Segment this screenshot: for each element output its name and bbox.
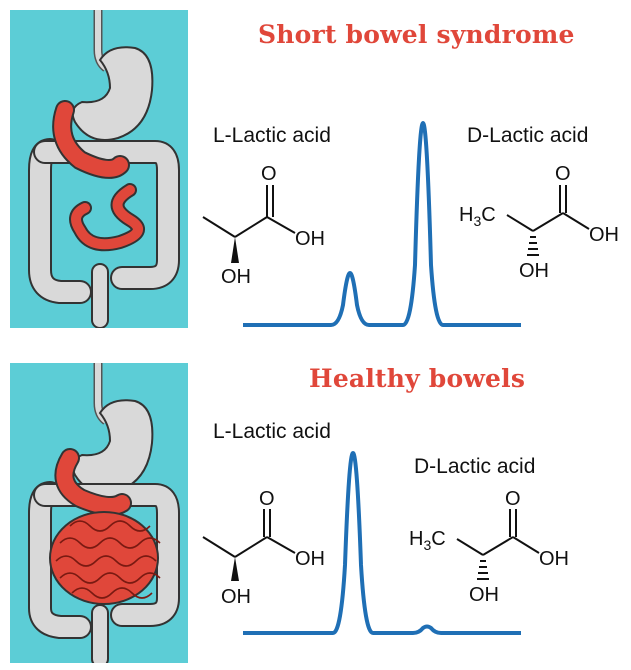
l-lactic-label-top: L-Lactic acid: [213, 124, 331, 147]
hydroxyl-group: OH: [539, 548, 569, 570]
chromatogram-trace: [243, 451, 521, 635]
healthy-bowel-illustration: [10, 363, 188, 663]
oxygen-atom: O: [505, 488, 521, 510]
chromatogram-trace: [243, 121, 521, 327]
oxygen-atom: O: [261, 163, 277, 185]
l-lactic-label-bottom: L-Lactic acid: [213, 420, 331, 443]
d-lactic-label-top: D-Lactic acid: [467, 124, 589, 147]
chromatogram-bottom: [243, 451, 521, 635]
methyl-group: H3C: [409, 528, 446, 553]
d-lactic-structure-top: H3C O OH OH: [459, 163, 619, 282]
oxygen-atom: O: [555, 163, 571, 185]
hydroxyl-group: OH: [295, 548, 325, 570]
oxygen-atom: O: [259, 488, 275, 510]
hydroxyl-group: OH: [469, 584, 499, 606]
hydroxyl-group: OH: [519, 260, 549, 282]
d-lactic-structure-bottom: H3C O OH OH: [409, 488, 569, 606]
hydroxyl-group: OH: [221, 266, 251, 288]
title-short-bowel: Short bowel syndrome: [258, 20, 575, 49]
d-lactic-label-bottom: D-Lactic acid: [414, 455, 536, 478]
l-lactic-structure-top: O OH OH: [202, 163, 325, 288]
hydroxyl-group: OH: [589, 224, 619, 246]
methyl-group: H3C: [459, 204, 496, 229]
l-lactic-structure-bottom: O OH OH: [202, 488, 325, 608]
short-bowel-illustration: [10, 10, 188, 328]
hydroxyl-group: OH: [221, 586, 251, 608]
title-healthy-bowels: Healthy bowels: [309, 364, 526, 393]
chromatogram-top: [243, 121, 521, 327]
hydroxyl-group: OH: [295, 228, 325, 250]
